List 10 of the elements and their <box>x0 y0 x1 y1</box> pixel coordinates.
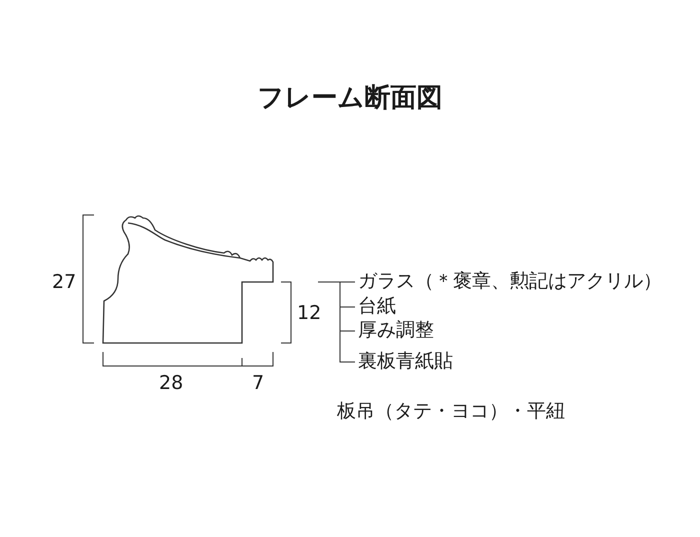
diagram-title: フレーム断面図 <box>256 82 444 115</box>
dimension-value: 12 <box>297 304 322 323</box>
dimension-value: 7 <box>252 374 264 393</box>
layer-label: 裏板青紙貼 <box>358 352 453 371</box>
dimension-value: 28 <box>159 374 184 393</box>
layer-label: 台紙 <box>358 297 396 316</box>
layer-label: 厚み調整 <box>358 321 434 340</box>
dimension-value: 27 <box>52 273 76 292</box>
note-text: 板吊（タテ・ヨコ）・平紐 <box>337 402 565 421</box>
layer-label: ガラス（＊褒章、勲記はアクリル） <box>358 272 662 291</box>
